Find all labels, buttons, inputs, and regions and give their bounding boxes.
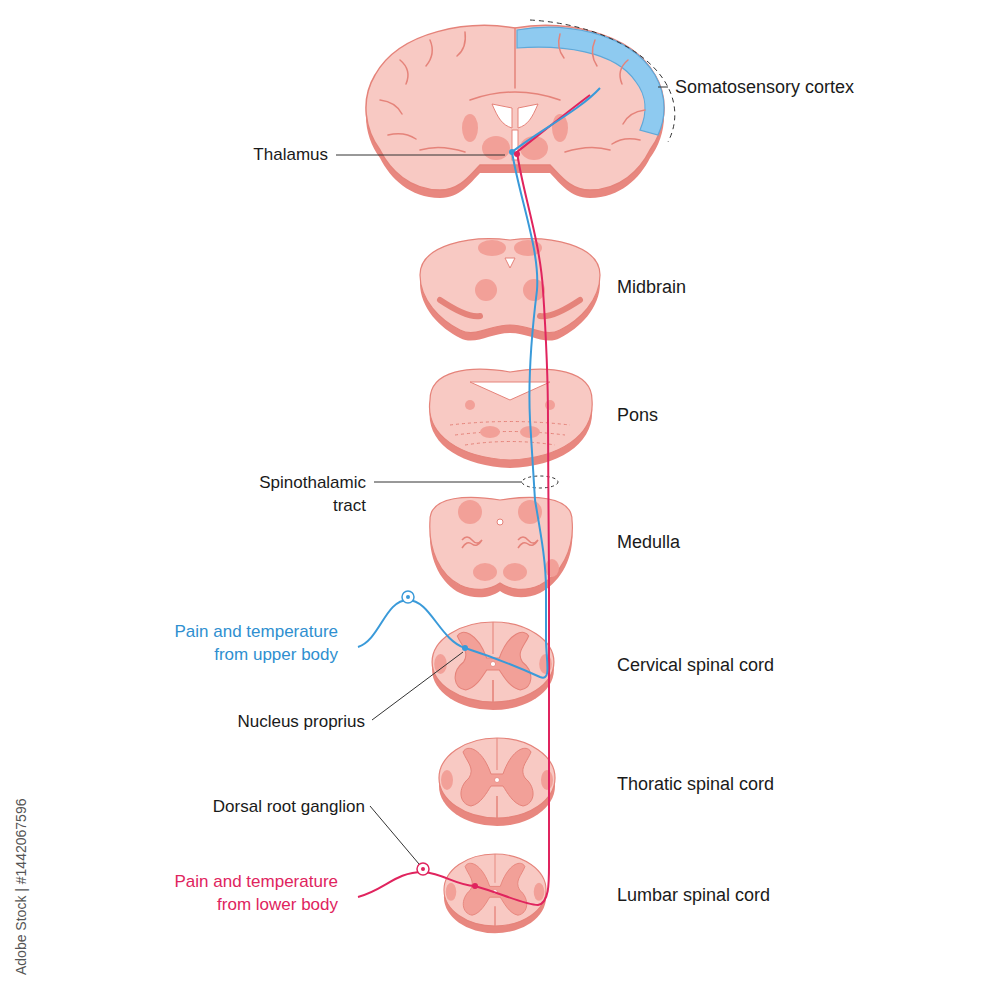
ganglion-cell	[406, 595, 410, 599]
leader-lines-part	[370, 806, 419, 864]
pathway-label: Pain and temperature from upper body	[138, 620, 338, 666]
ganglion-cell	[421, 867, 425, 871]
brain-section-part-part	[380, 100, 402, 114]
leader-lines-part	[336, 155, 505, 156]
brain-section-part	[462, 114, 478, 142]
brain-section-part-part	[420, 147, 465, 152]
leader-lines-part	[374, 482, 522, 483]
midbrain-section-part	[475, 279, 497, 301]
pons-section-part	[450, 422, 570, 446]
cervical-cord-section	[432, 622, 554, 710]
pons-section-part	[545, 400, 555, 410]
medulla-section-part	[497, 519, 503, 525]
pons-section-part	[470, 382, 550, 400]
brain-section-part-part	[514, 28, 516, 88]
synapse-dot	[462, 645, 468, 651]
tract-marker	[522, 476, 558, 488]
lower-body-fiber	[358, 95, 590, 905]
pathway-label: Pain and temperature from lower body	[138, 870, 338, 916]
brain-section-part	[492, 104, 512, 128]
brain-section-part	[518, 104, 538, 128]
midbrain-section-part	[505, 258, 515, 268]
pons-section-part	[465, 400, 475, 410]
part-label: Dorsal root ganglion	[165, 795, 365, 818]
medulla-section-part	[503, 563, 527, 581]
pons-section-part-part	[450, 422, 570, 426]
brain-section-part-part	[592, 40, 597, 66]
brain-section-part-part	[388, 134, 416, 139]
brain-section-part-part	[565, 147, 610, 152]
medulla-section-part	[545, 559, 559, 577]
midbrain-section-part	[440, 300, 480, 316]
midbrain-section-part	[478, 240, 506, 256]
midbrain-section	[420, 239, 600, 341]
pons-section-part	[430, 369, 593, 460]
pons-section-part	[480, 426, 500, 438]
medulla-section-part	[462, 537, 482, 548]
pons-section	[430, 369, 593, 468]
brain-section-part-part	[612, 139, 640, 144]
part-label: Somatosensory cortex	[675, 76, 975, 99]
lumbar-cord-section	[444, 854, 546, 933]
upper-body-fiber	[358, 88, 600, 678]
part-label: Spinothalamic tract	[241, 471, 366, 517]
medulla-section-part	[473, 563, 497, 581]
thoracic-cord-section	[439, 738, 555, 826]
part-label: Nucleus proprius	[165, 710, 365, 733]
part-label: Midbrain	[617, 276, 917, 299]
brain-section-part-part	[426, 40, 432, 66]
part-label: Lumbar spinal cord	[617, 884, 917, 907]
brain-section-part	[517, 27, 664, 135]
synapse-dot	[514, 151, 520, 157]
leader-lines	[336, 87, 668, 864]
part-label: Medulla	[617, 531, 917, 554]
midbrain-section-part	[540, 300, 580, 316]
midbrain-section-part	[420, 239, 600, 333]
medulla-section-part	[458, 500, 482, 524]
medulla-section-part	[430, 497, 573, 589]
brain-section-part-part	[559, 34, 564, 58]
medulla-section-part	[518, 537, 538, 548]
brain-section-part-part	[620, 60, 628, 84]
synapse-dot	[472, 883, 478, 889]
leader-lines-part	[658, 87, 668, 88]
part-label: Pons	[617, 404, 917, 427]
part-label: Thoratic spinal cord	[617, 773, 917, 796]
brain-section-part	[482, 136, 510, 160]
ganglion-cell	[417, 863, 429, 875]
part-label: Thalamus	[128, 143, 328, 166]
leader-lines-part	[372, 652, 463, 720]
brain-section-part-part	[623, 110, 645, 124]
brain-section-part-part	[400, 60, 408, 84]
ganglion-cell	[402, 591, 414, 603]
watermark: Adobe Stock | #1442067596	[10, 715, 33, 975]
medulla-section	[430, 497, 573, 597]
part-label: Cervical spinal cord	[617, 654, 917, 677]
pons-section-part-part	[465, 442, 555, 446]
brain-section-part-part	[470, 92, 560, 100]
brain-section-part-part	[457, 32, 465, 56]
